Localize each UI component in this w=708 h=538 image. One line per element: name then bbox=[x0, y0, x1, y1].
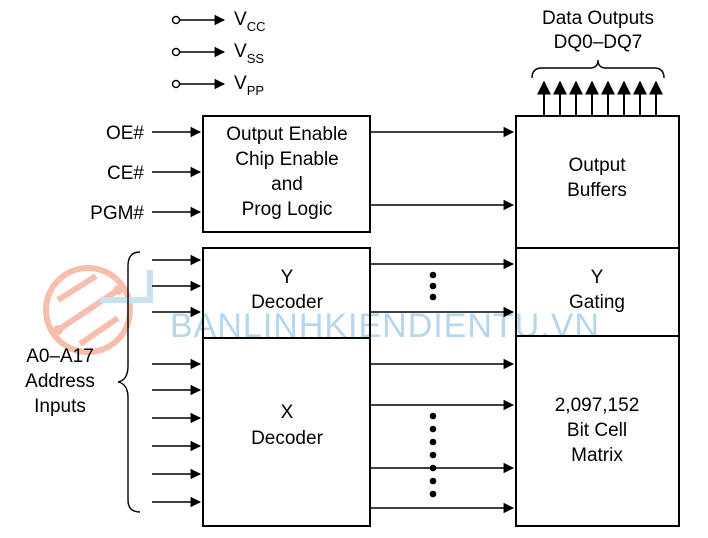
y-decoder-line2: Decoder bbox=[251, 292, 323, 313]
power-pin-vss: VSS bbox=[171, 41, 264, 66]
power-pins: VCC VSS VPP bbox=[171, 9, 265, 98]
pin-label-vpp: VPP bbox=[234, 73, 264, 98]
ellipsis-dots-upper bbox=[429, 271, 437, 301]
address-label-line3: Inputs bbox=[34, 396, 86, 417]
control-block-line3: and bbox=[271, 174, 303, 195]
output-arrows bbox=[537, 80, 663, 116]
address-label-line1: A0–A17 bbox=[26, 346, 94, 367]
control-inputs: OE# CE# PGM# bbox=[90, 123, 202, 224]
control-logic-block: Output Enable Chip Enable and Prog Logic bbox=[202, 115, 371, 233]
power-pin-vpp: VPP bbox=[171, 73, 264, 98]
cell-matrix-line2: Bit Cell bbox=[567, 420, 627, 441]
address-label: A0–A17 Address Inputs bbox=[25, 346, 95, 417]
x-decoder-line1: X bbox=[281, 402, 294, 423]
address-input-arrows bbox=[152, 254, 202, 508]
right-column: Output Buffers Y Gating 2,097,152 Bit Ce… bbox=[515, 115, 680, 527]
control-block-line4: Prog Logic bbox=[242, 199, 333, 220]
y-decoder-line1: Y bbox=[281, 267, 294, 288]
y-gating-block: Y Gating bbox=[569, 267, 625, 313]
input-label-pgm: PGM# bbox=[90, 203, 144, 224]
cell-matrix-line3: Matrix bbox=[571, 445, 623, 466]
input-label-oe: OE# bbox=[106, 123, 144, 144]
pin-label-vss: VSS bbox=[234, 41, 264, 66]
y-decoder-block: Y Decoder bbox=[251, 267, 323, 313]
power-pin-vcc: VCC bbox=[171, 9, 265, 34]
data-outputs-label: Data Outputs DQ0–DQ7 bbox=[542, 8, 654, 53]
cell-matrix-block: 2,097,152 Bit Cell Matrix bbox=[555, 395, 640, 466]
data-outputs-line1: Data Outputs bbox=[542, 8, 654, 29]
x-decoder-block: X Decoder bbox=[251, 402, 323, 449]
output-buffers-line2: Buffers bbox=[567, 180, 627, 201]
address-label-line2: Address bbox=[25, 371, 95, 392]
control-block-line1: Output Enable bbox=[226, 124, 347, 145]
output-buffers-block: Output Buffers bbox=[567, 155, 627, 201]
decoder-to-gating-arrows bbox=[370, 258, 515, 318]
address-brace bbox=[117, 251, 141, 513]
y-gating-line2: Gating bbox=[569, 292, 625, 313]
ellipsis-dots-lower bbox=[429, 412, 437, 498]
cell-matrix-line1: 2,097,152 bbox=[555, 395, 640, 416]
data-outputs-line2: DQ0–DQ7 bbox=[554, 32, 643, 53]
x-decoder-line2: Decoder bbox=[251, 428, 323, 449]
pin-label-vcc: VCC bbox=[234, 9, 265, 34]
decoder-to-matrix-arrows bbox=[370, 358, 515, 514]
control-block-line2: Chip Enable bbox=[235, 149, 339, 170]
input-label-ce: CE# bbox=[107, 163, 144, 184]
watermark-logo bbox=[43, 265, 153, 355]
output-brace bbox=[531, 59, 665, 79]
y-gating-line1: Y bbox=[591, 267, 604, 288]
output-buffers-line1: Output bbox=[568, 155, 626, 176]
decoder-column: Y Decoder X Decoder bbox=[202, 247, 371, 527]
